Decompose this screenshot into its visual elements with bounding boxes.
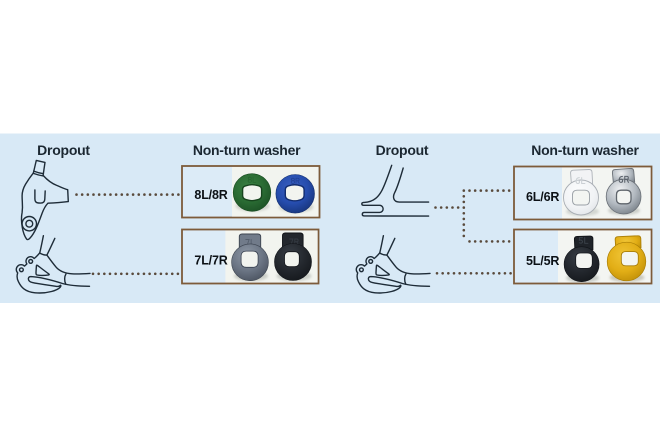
- svg-text:8L/8R: 8L/8R: [194, 188, 227, 202]
- svg-text:Non-turn washer: Non-turn washer: [193, 142, 301, 158]
- svg-text:Dropout: Dropout: [376, 142, 429, 158]
- svg-text:6L/6R: 6L/6R: [526, 190, 559, 204]
- svg-text:7L/7R: 7L/7R: [194, 254, 227, 268]
- svg-text:Dropout: Dropout: [37, 142, 90, 158]
- svg-text:Non-turn washer: Non-turn washer: [531, 142, 639, 158]
- svg-text:5L/5R: 5L/5R: [526, 254, 559, 268]
